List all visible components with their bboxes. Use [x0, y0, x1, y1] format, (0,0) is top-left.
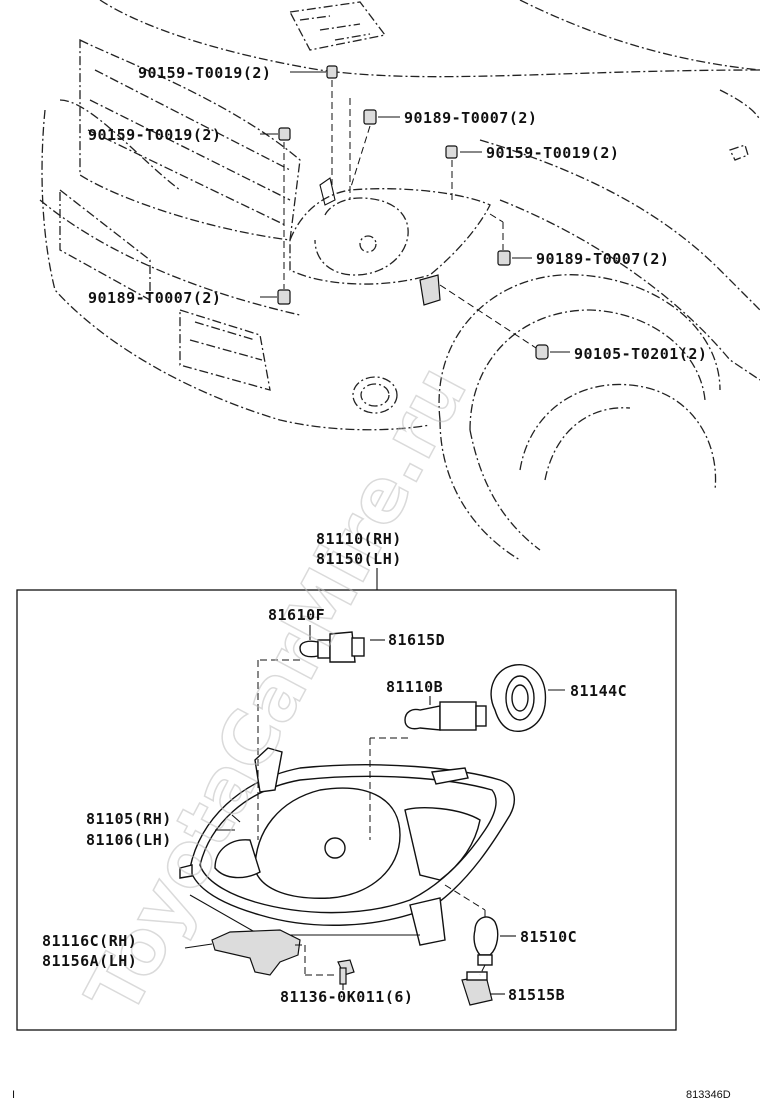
label-right-screw: 90189-T0007(2) [536, 250, 669, 268]
label-clip: 90105-T0201(2) [574, 345, 707, 363]
label-bulb-main: 81110B [386, 678, 443, 696]
headlamp-unit [179, 747, 516, 946]
assembly-box [16, 568, 677, 1031]
label-screw-set: 81136-0K011(6) [280, 988, 413, 1006]
bracket [184, 929, 338, 976]
label-unit-lh: 81106(LH) [86, 831, 172, 849]
label-assy-lh: 81150(LH) [316, 550, 402, 568]
label-right-bolt: 90159-T0019(2) [486, 144, 619, 162]
label-bulb-small: 81610F [268, 606, 325, 624]
label-cover: 81144C [570, 682, 627, 700]
label-bracket-rh: 81116C(RH) [42, 932, 137, 950]
label-top-screw: 90189-T0007(2) [404, 109, 537, 127]
unit-leader-2 [231, 814, 241, 823]
label-top-bolt: 90159-T0019(2) [138, 64, 271, 82]
label-bracket-lh: 81156A(LH) [42, 952, 137, 970]
turn-bulb-socket [444, 884, 516, 1006]
label-left-bolt: 90159-T0019(2) [88, 126, 221, 144]
cover [490, 664, 565, 732]
label-left-screw: 90189-T0007(2) [88, 289, 221, 307]
footer-left-mark: I [12, 1089, 15, 1101]
label-socket-turn: 81515B [508, 986, 565, 1004]
diagram-id: 813346D [686, 1089, 731, 1101]
label-bulb-turn: 81510C [520, 928, 577, 946]
label-unit-rh: 81105(RH) [86, 810, 172, 828]
small-bulb-socket [257, 625, 385, 840]
main-bulb [369, 696, 487, 840]
screw [337, 959, 355, 990]
top-fasteners [260, 65, 570, 360]
label-socket-small: 81615D [388, 631, 445, 649]
label-assy-rh: 81110(RH) [316, 530, 402, 548]
